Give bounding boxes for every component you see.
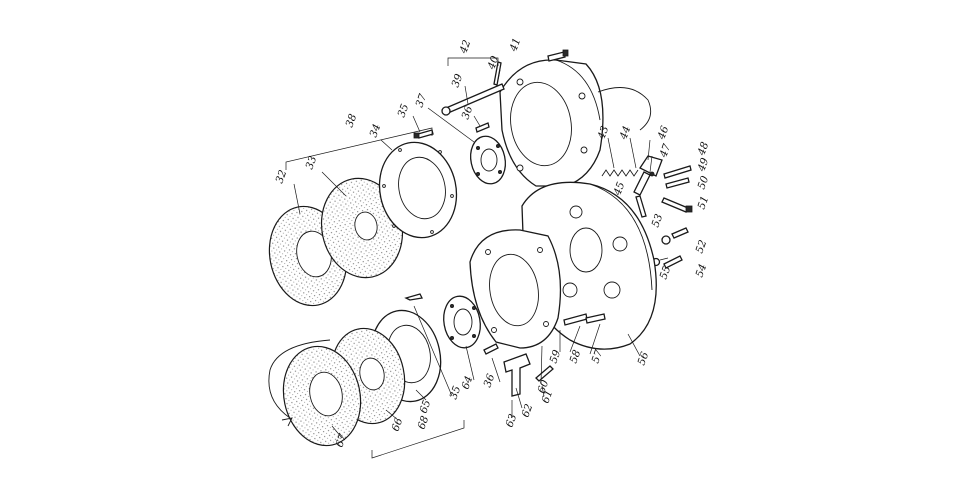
bolt-36-upper: [475, 122, 490, 133]
label-36-upper: 36: [460, 104, 476, 121]
group-bracket-38: [285, 127, 433, 170]
group-bracket-68: [371, 420, 465, 459]
label-50: 50: [696, 174, 712, 191]
label-39: 39: [450, 72, 466, 89]
label-49: 49: [695, 156, 711, 174]
label-52: 52: [694, 238, 710, 255]
hub-37: [469, 135, 507, 185]
label-32: 32: [274, 168, 290, 185]
label-51: 51: [696, 194, 712, 211]
part-labels: 32 33 34 35 36 37 38 39 40 41 42 43 44 4…: [274, 36, 712, 449]
label-33: 33: [304, 154, 320, 171]
label-58: 58: [568, 348, 584, 365]
lever-assembly-44-47: [633, 155, 663, 218]
bolt-35-lower: [404, 293, 423, 301]
label-48: 48: [695, 140, 711, 158]
bolt-36-lower: [483, 343, 499, 355]
label-46: 46: [655, 124, 671, 142]
bolt-35-upper: [413, 129, 434, 139]
label-56: 56: [636, 350, 652, 367]
label-57: 57: [590, 348, 606, 365]
label-55: 55: [658, 264, 674, 281]
label-59: 59: [548, 348, 564, 365]
label-53: 53: [650, 212, 666, 229]
label-43: 43: [595, 124, 611, 142]
label-40: 40: [485, 54, 501, 72]
wire-loop: [268, 339, 331, 427]
leader-lines: [293, 69, 669, 439]
label-34: 34: [368, 122, 384, 139]
spring-43: [601, 169, 639, 177]
label-66: 66: [390, 416, 406, 433]
label-60: 60: [536, 378, 552, 395]
screw-61: [535, 365, 554, 382]
stud-59-58-57: [563, 313, 606, 326]
pin-40: [493, 61, 502, 86]
pressure-ring-60: [469, 229, 562, 349]
hub-64: [443, 295, 481, 349]
label-68: 68: [416, 414, 432, 431]
release-lever-39: [441, 83, 505, 116]
label-37: 37: [414, 92, 430, 109]
label-41: 41: [507, 36, 523, 54]
label-45: 45: [611, 180, 627, 198]
label-47: 47: [657, 142, 673, 160]
label-67: 67: [334, 432, 350, 449]
friction-disk-67: [282, 345, 362, 447]
pressure-plate-42: [499, 59, 604, 187]
label-63: 63: [504, 412, 520, 429]
bracket-62-63: [503, 353, 531, 397]
label-54: 54: [694, 262, 710, 279]
group-bracket-42: [447, 57, 499, 66]
label-62: 62: [520, 402, 536, 419]
label-61: 61: [540, 388, 556, 405]
label-42: 42: [457, 38, 473, 56]
label-35-upper: 35: [396, 102, 412, 119]
wire-arc: [597, 87, 652, 131]
label-65: 65: [418, 398, 434, 415]
screw-41: [547, 49, 569, 62]
steel-disk-34: [378, 141, 458, 239]
label-35-lower: 35: [448, 384, 464, 401]
fasteners-52-55: [651, 227, 689, 269]
label-36-lower: 36: [482, 372, 498, 389]
label-64: 64: [460, 374, 476, 391]
label-38: 38: [344, 112, 360, 129]
bolts-48-51: [661, 165, 693, 213]
label-44: 44: [617, 124, 633, 142]
